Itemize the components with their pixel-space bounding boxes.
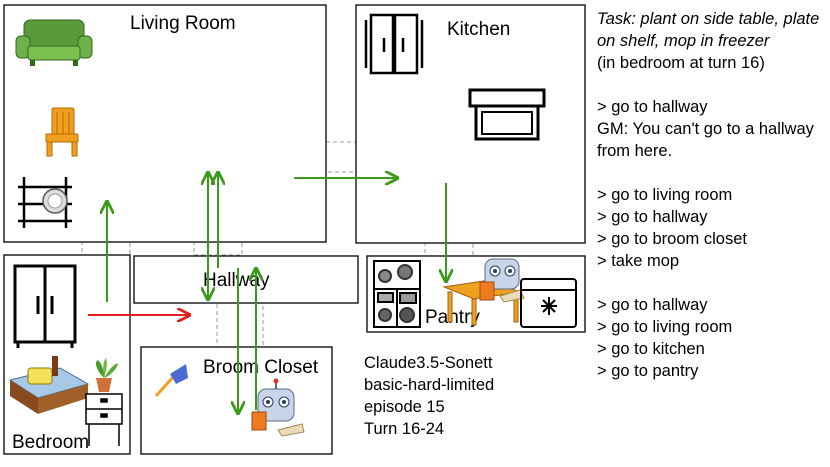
status-line: (in bedroom at turn 16) — [597, 54, 765, 72]
gm-response: GM: You can't go to a hallway from here. — [597, 120, 814, 160]
bed-icon — [8, 356, 90, 414]
command-line: > go to hallway — [597, 296, 708, 314]
kitchen — [355, 4, 586, 244]
shelf-icon — [18, 177, 72, 228]
label-bedroom: Bedroom — [12, 432, 89, 453]
chair-icon — [45, 107, 79, 157]
robot-icon — [479, 258, 525, 303]
label-hallway: Hallway — [203, 270, 270, 291]
caption-turns: Turn 16-24 — [364, 420, 445, 438]
oven-icon — [468, 88, 546, 141]
caption-model: Claude3.5-Sonett — [364, 354, 493, 372]
label-pantry: Pantry — [425, 307, 480, 328]
label-kitchen: Kitchen — [447, 19, 510, 40]
sofa-icon — [15, 19, 93, 66]
command-line: > go to hallway — [597, 98, 708, 116]
command-line: > go to hallway — [597, 208, 708, 226]
caption-episode: episode 15 — [364, 398, 445, 416]
path-arrows — [88, 174, 446, 412]
plant-icon — [96, 358, 118, 392]
cupboard-icon — [364, 13, 424, 75]
broom-icon — [154, 364, 188, 398]
robot-icon — [251, 378, 305, 437]
door-kitchen-pantry — [424, 242, 474, 257]
caption-setting: basic-hard-limited — [364, 376, 495, 394]
command-line: > go to broom closet — [597, 230, 747, 248]
living-room — [3, 4, 327, 243]
fridge-icon — [373, 260, 421, 328]
command-line: > take mop — [597, 252, 680, 270]
freezer-icon — [520, 278, 577, 328]
transcript: Task: plant on side table, plate on shel… — [597, 8, 825, 382]
wardrobe-icon — [13, 264, 77, 348]
command-line: > go to pantry — [597, 362, 699, 380]
command-line: > go to living room — [597, 318, 733, 336]
label-broom-closet: Broom Closet — [203, 357, 319, 378]
command-line: > go to kitchen — [597, 340, 705, 358]
pantry — [366, 255, 586, 333]
command-line: > go to living room — [597, 186, 733, 204]
side-table-icon — [85, 393, 123, 446]
episode-caption: Claude3.5-Sonett basic-hard-limited epis… — [364, 352, 494, 440]
door-living-kitchen — [325, 141, 357, 173]
broom-closet — [140, 346, 333, 455]
bedroom — [3, 254, 131, 455]
label-living-room: Living Room — [130, 13, 236, 34]
task-description: Task: plant on side table, plate on shel… — [597, 10, 820, 50]
hallway — [133, 255, 359, 304]
